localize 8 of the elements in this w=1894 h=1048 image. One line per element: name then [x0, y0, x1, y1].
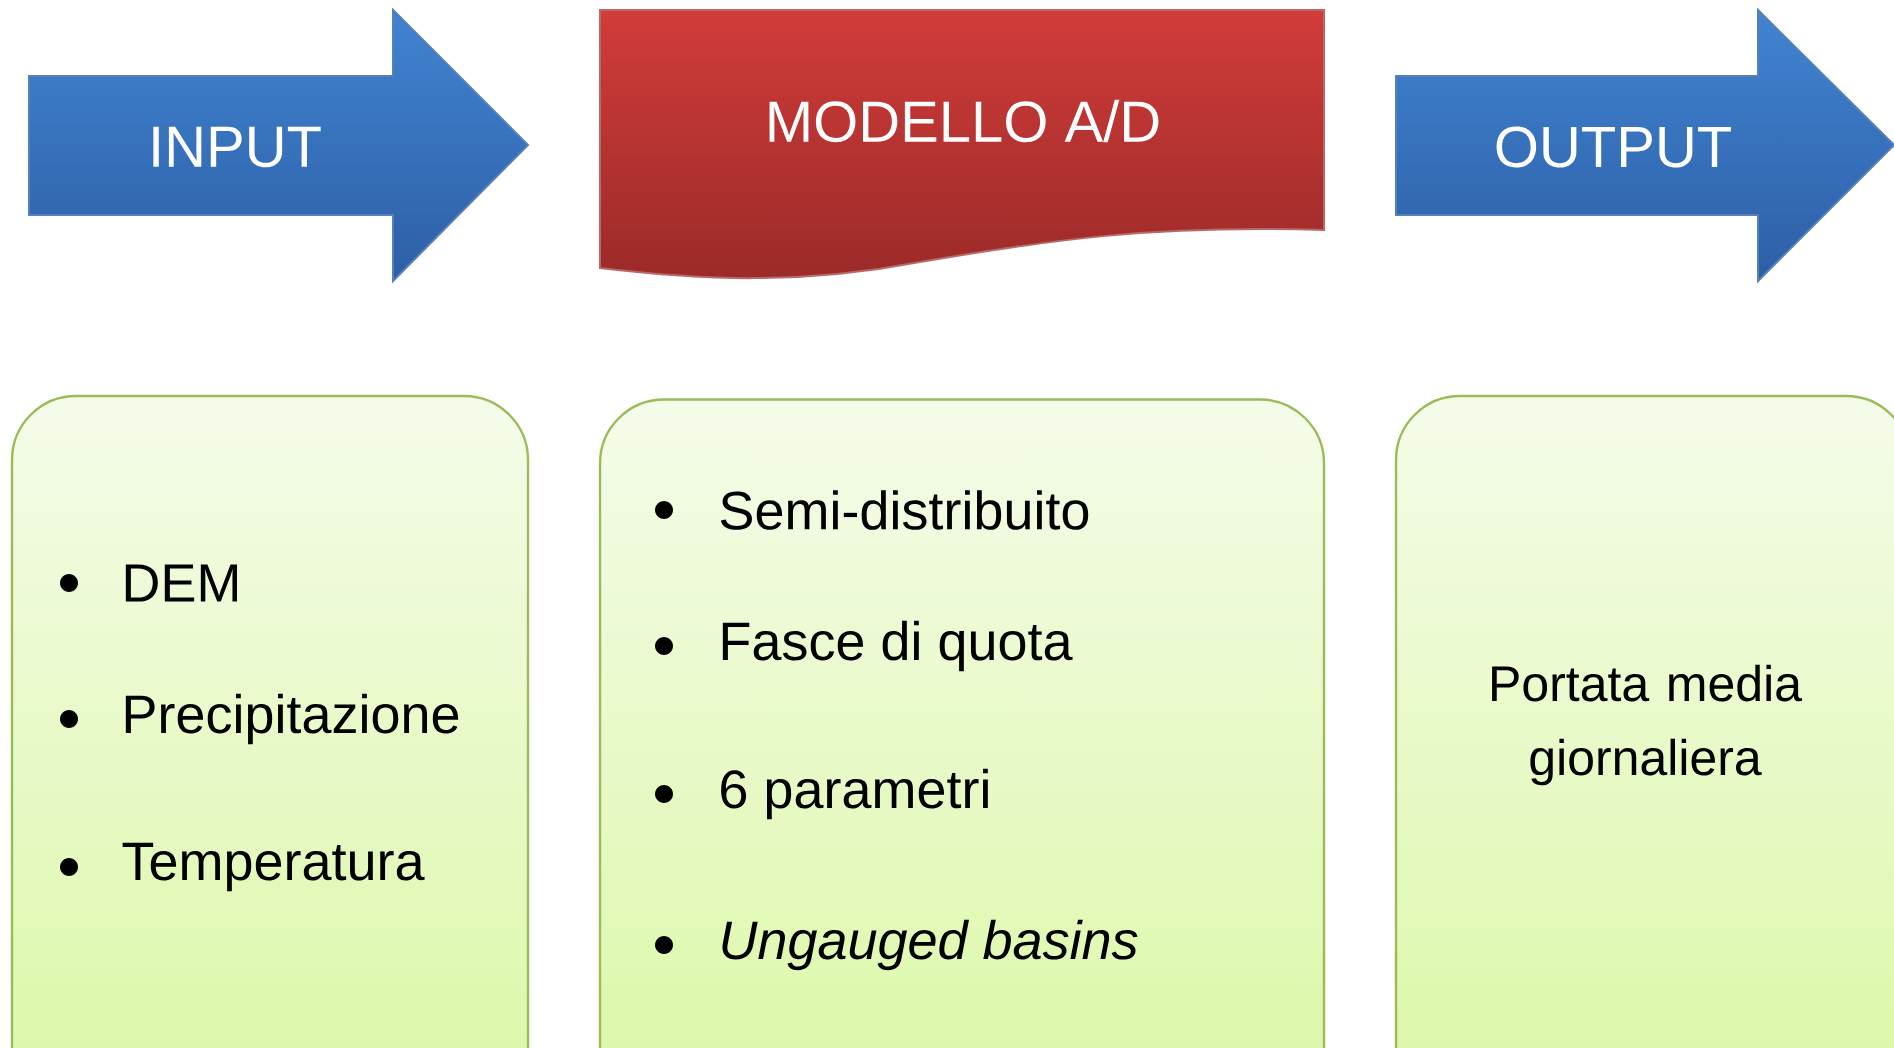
bullet-item: 6 parametri: [721, 768, 988, 820]
bullet-item: DEM: [125, 564, 237, 602]
bullet-item: Ungauged basins: [722, 919, 1138, 971]
bullet-item: Fasce di quota: [722, 620, 1073, 672]
bullet-item: Semi-distribuito: [720, 490, 1089, 530]
bullet-item: Temperatura: [122, 842, 425, 892]
bullet-item: Precipitazione: [125, 693, 459, 745]
box-text: Portata media giornaliera: [1492, 664, 1802, 786]
